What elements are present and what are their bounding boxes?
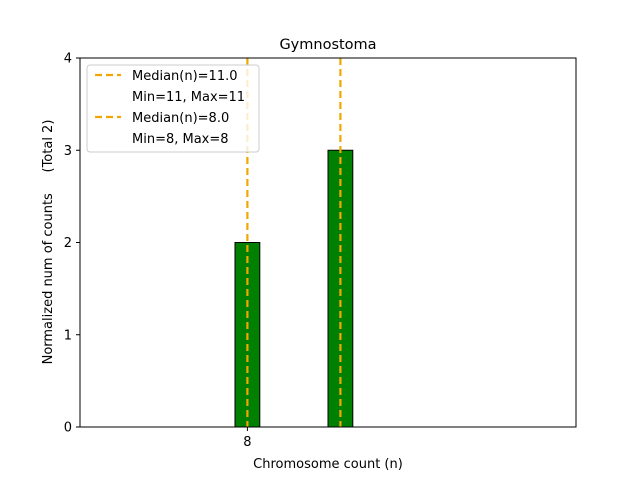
y-tick-label: 4 xyxy=(64,52,72,67)
legend-sublabel-1: Min=8, Max=8 xyxy=(132,132,229,147)
y-tick-label: 0 xyxy=(64,421,72,436)
x-tick-label: 8 xyxy=(243,435,251,450)
y-tick-label: 1 xyxy=(64,328,72,343)
legend-box xyxy=(86,64,260,153)
y-tick-label: 2 xyxy=(64,236,72,251)
legend-sublabel-0: Min=11, Max=11 xyxy=(132,90,245,105)
x-axis-label: Chromosome count (n) xyxy=(253,457,403,472)
ticks-layer: 0 1 2 3 4 8 xyxy=(64,52,252,451)
chart-title: Gymnostoma xyxy=(279,37,376,53)
y-axis-label: Normalized num of counts (Total 2) xyxy=(41,120,56,365)
y-tick-label: 3 xyxy=(64,144,72,159)
legend-label-1: Median(n)=8.0 xyxy=(132,111,229,126)
legend-label-0: Median(n)=11.0 xyxy=(132,69,238,84)
